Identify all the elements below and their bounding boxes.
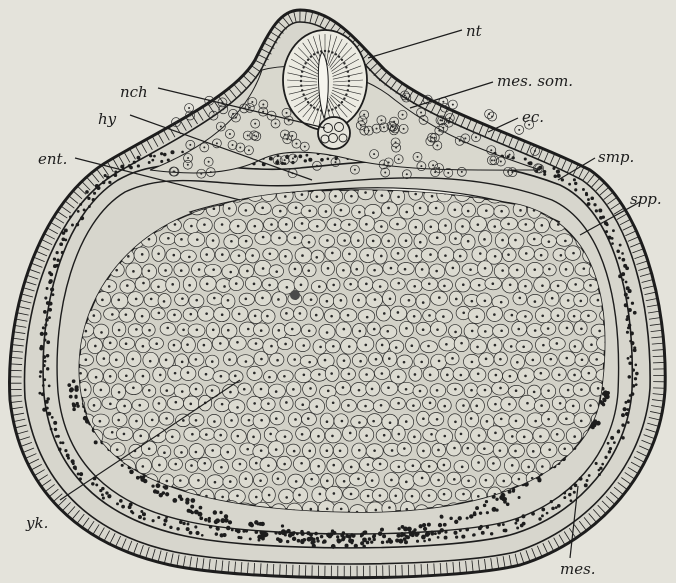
label-smp: smp. [598,148,634,166]
label-nch: nch [120,83,148,101]
label-spp: spp. [630,190,662,208]
label-yk: yk. [25,514,48,532]
label-mes-som: mes. som. [497,72,573,90]
label-ent: ent. [38,150,67,168]
neural-tube [283,30,367,130]
leader-ec [488,118,518,132]
leader-nt [368,30,462,58]
label-mes: mes. [560,560,596,578]
label-hy: hy [98,110,117,128]
notochord [318,117,350,149]
label-nt: nt [466,22,483,40]
yolk-center-spot [290,290,300,300]
label-ec: ec. [522,108,544,126]
